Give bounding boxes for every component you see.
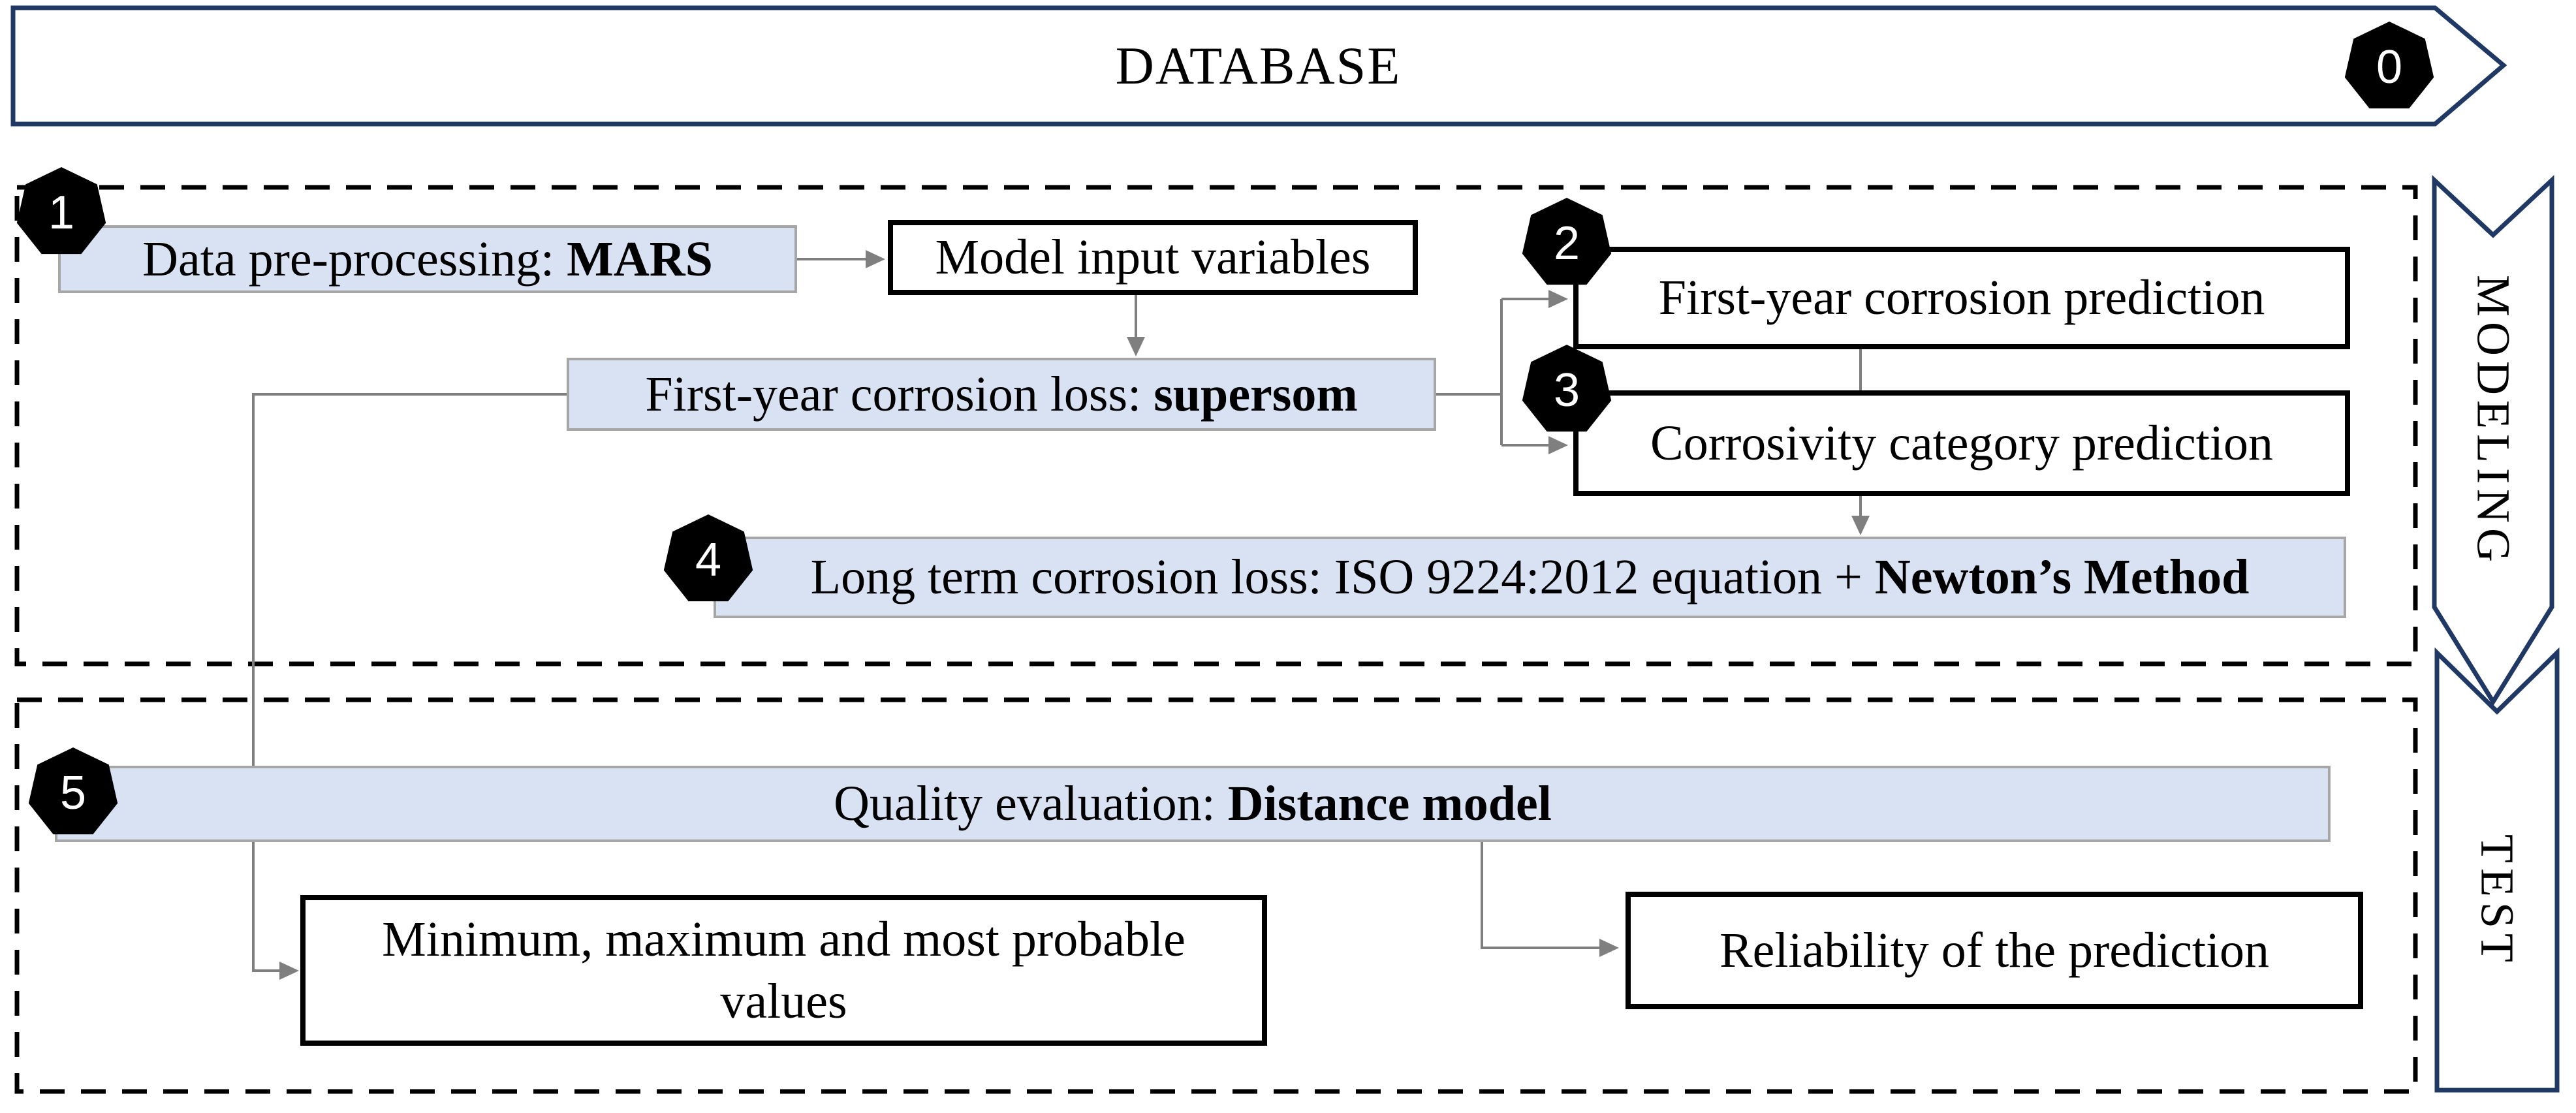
box-first-year-corrosion-prediction: First-year corrosion prediction — [1573, 247, 2350, 349]
connector-quality-to-reliability — [1481, 842, 1601, 949]
modeling-ribbon-label: MODELING — [2467, 275, 2520, 567]
box-min-max-values-label: Minimum, maximum and most probable value… — [382, 911, 1186, 1029]
arrowheads — [279, 250, 1870, 980]
arrowhead-into-reliability — [1599, 939, 1619, 957]
box-model-input-variables: Model input variables — [888, 220, 1418, 295]
database-banner-label: DATABASE — [1115, 36, 1402, 95]
step-badge-2: 2 — [1522, 198, 1612, 285]
connector-loss-to-minmax — [252, 393, 567, 972]
test-ribbon-shape — [2434, 647, 2560, 1093]
modeling-ribbon-shape — [2432, 174, 2554, 706]
step-badge-3: 3 — [1522, 345, 1612, 432]
step-badge-4: 4 — [663, 514, 753, 602]
box-quality-evaluation: Quality evaluation: Distance model — [55, 766, 2331, 842]
box-long-term-corrosion-loss: Long term corrosion loss: ISO 9224:2012 … — [714, 537, 2346, 618]
box-quality-evaluation-label: Quality evaluation: Distance model — [834, 776, 1552, 831]
box-first-year-corrosion-prediction-label: First-year corrosion prediction — [1658, 270, 2265, 325]
step-badge-0: 0 — [2344, 22, 2434, 109]
test-ribbon-label: TEST — [2471, 834, 2524, 967]
step-badge-1: 1 — [16, 167, 106, 255]
box-model-input-variables-label: Model input variables — [935, 230, 1371, 285]
arrowhead-into-prediction — [1548, 290, 1568, 308]
arrowhead-into-category — [1548, 436, 1568, 454]
box-min-max-values: Minimum, maximum and most probable value… — [300, 895, 1267, 1046]
box-reliability-of-prediction-label: Reliability of the prediction — [1719, 922, 2270, 978]
box-corrosivity-category-prediction: Corrosivity category prediction — [1573, 390, 2350, 496]
box-data-preprocessing-label: Data pre-processing: MARS — [142, 231, 713, 287]
box-first-year-corrosion-loss-label: First-year corrosion loss: supersom — [645, 366, 1358, 422]
arrowhead-into-longterm — [1851, 516, 1870, 535]
modeling-section-frame — [14, 185, 2418, 666]
box-data-preprocessing: Data pre-processing: MARS — [58, 225, 797, 293]
box-corrosivity-category-prediction-label: Corrosivity category prediction — [1650, 415, 2273, 471]
step-badge-5: 5 — [28, 747, 118, 835]
box-reliability-of-prediction: Reliability of the prediction — [1626, 892, 2363, 1009]
arrowhead-into-input — [866, 250, 885, 268]
database-banner-shape — [10, 5, 2507, 127]
arrowhead-into-loss — [1127, 337, 1145, 356]
box-long-term-corrosion-loss-label: Long term corrosion loss: ISO 9224:2012 … — [810, 550, 2250, 604]
box-first-year-corrosion-loss: First-year corrosion loss: supersom — [567, 358, 1436, 431]
test-section-frame — [14, 697, 2418, 1094]
arrowhead-into-minmax — [279, 962, 299, 980]
